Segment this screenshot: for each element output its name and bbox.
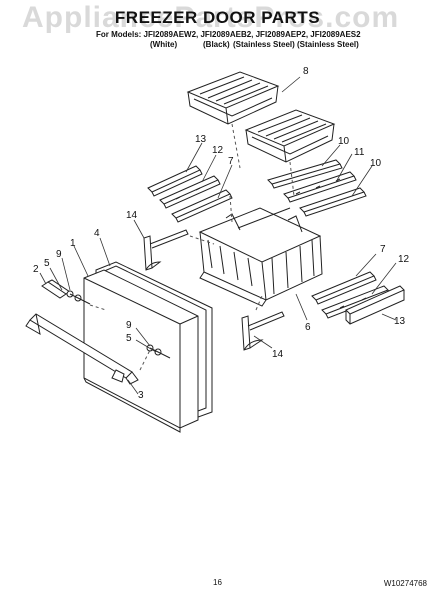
part-1-door-panel — [83, 269, 199, 433]
callout-7-upper: 7 — [228, 156, 234, 167]
color-label-stainless-1: (Stainless Steel) — [233, 40, 295, 49]
callout-14-lower: 14 — [272, 349, 284, 360]
watermark: AppliancePartsPros.com — [22, 1, 400, 34]
part-14-bracket-upper — [143, 229, 189, 271]
callout-6: 6 — [305, 322, 311, 333]
part-3-handle-bar — [25, 313, 139, 385]
part-8-basket-lower — [244, 109, 336, 163]
callout-11: 11 — [354, 147, 365, 158]
part-13-rail-right — [345, 285, 405, 325]
part-8-basket-upper — [186, 71, 280, 125]
page-number: 16 — [213, 578, 222, 587]
callout-1: 1 — [70, 238, 76, 249]
callout-7-lower: 7 — [380, 244, 386, 255]
part-10-rail-lower — [299, 187, 367, 217]
callout-5-upper: 5 — [44, 258, 50, 269]
color-label-black: (Black) — [203, 40, 230, 49]
callout-10-lower: 10 — [370, 158, 382, 169]
callout-10-upper: 10 — [338, 136, 350, 147]
callout-2: 2 — [33, 264, 39, 275]
callout-14-upper: 14 — [126, 210, 138, 221]
part-6-freezer-bin — [198, 207, 323, 307]
page-title: FREEZER DOOR PARTS — [114, 8, 321, 27]
part-7-rail-right — [311, 271, 377, 305]
callout-13-lower: 13 — [394, 316, 406, 327]
document-code: W10274768 — [383, 579, 427, 588]
callout-13-upper: 13 — [195, 134, 207, 145]
part-12-rail-left — [159, 175, 221, 209]
callout-9-lower: 9 — [126, 320, 132, 331]
callout-3: 3 — [138, 390, 144, 401]
callout-12-lower: 12 — [398, 254, 410, 265]
model-list: For Models: JFI2089AEW2, JFI2089AEB2, JF… — [96, 30, 361, 39]
callout-8: 8 — [303, 66, 309, 77]
part-14-bracket-lower — [241, 311, 285, 351]
callout-12-upper: 12 — [212, 145, 224, 156]
callout-9-upper: 9 — [56, 249, 62, 260]
part-7-rail-left — [171, 189, 233, 223]
color-label-white: (White) — [150, 40, 178, 49]
part-13-rail-left — [147, 165, 203, 197]
callout-5-lower: 5 — [126, 333, 132, 344]
callout-4: 4 — [94, 228, 100, 239]
part-9-5-screws-upper — [66, 290, 91, 305]
color-label-stainless-2: (Stainless Steel) — [297, 40, 359, 49]
part-2-handle-top — [41, 279, 71, 299]
